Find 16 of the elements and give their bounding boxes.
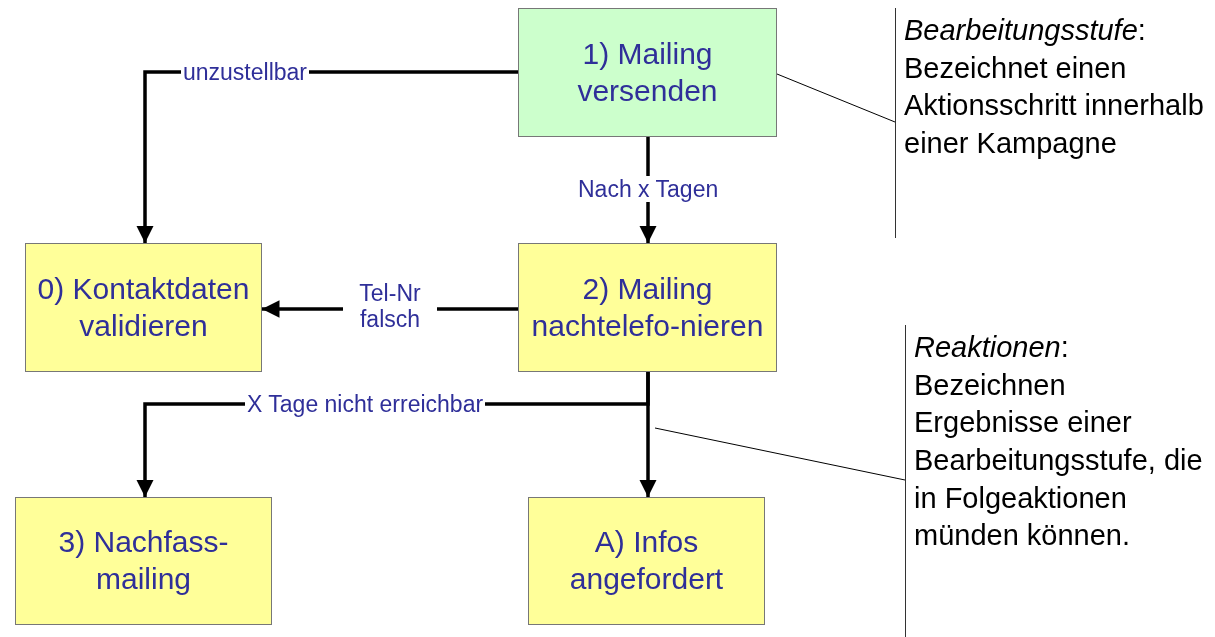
box-label: 0) Kontaktdaten validieren [36, 270, 251, 344]
annotation-text: Bearbeitungsstufe: Bezeichnet einen Aktionsschritt innerhalb einer Kampagne [904, 13, 1205, 162]
process-box [518, 243, 777, 372]
box-label: A) Infos angefordert [568, 524, 725, 597]
box-label: 3) Nachfass-mailing [57, 524, 230, 597]
leader-line [654, 427, 906, 481]
box-label: 2) Mailing nachtelefo-nieren [530, 270, 765, 344]
process-box [15, 497, 272, 625]
process-box [25, 243, 262, 372]
arrow [639, 372, 657, 497]
annotation-text: Reaktionen: Bezeichnen Ergebnisse einer Bearbeitungsstufe, die in Folgeaktionen münden können. [914, 330, 1204, 554]
edge-label: X Tage nicht erreichbar [245, 391, 486, 418]
box-label: 1) Mailing versenden [576, 35, 719, 109]
process-box [528, 497, 765, 625]
leader-line [776, 73, 896, 123]
process-box [518, 8, 777, 137]
